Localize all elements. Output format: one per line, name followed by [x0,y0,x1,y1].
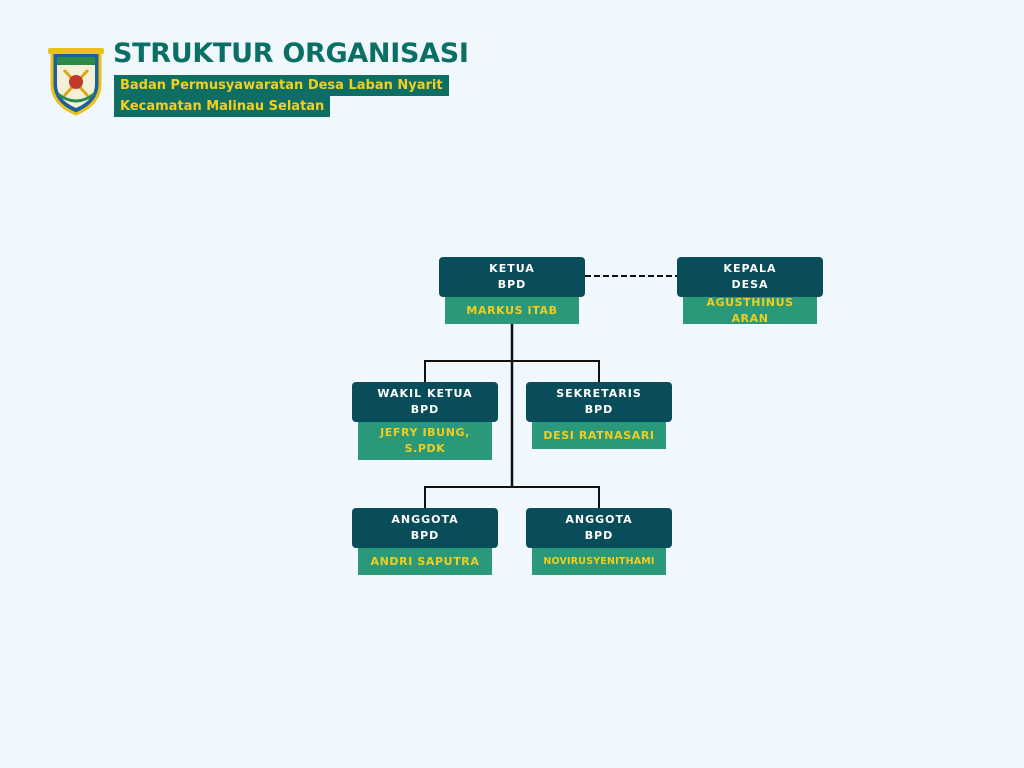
role-box-anggota-1: ANGGOTA BPD [352,508,498,548]
role-box-sekretaris: SEKRETARIS BPD [526,382,672,422]
name-box-anggota-1: ANDRI SAPUTRA [358,548,492,575]
role-box-wakil-ketua: WAKIL KETUA BPD [352,382,498,422]
role-box-anggota-2: ANGGOTA BPD [526,508,672,548]
subtitle-district: Kecamatan Malinau Selatan [114,96,331,117]
name-box-ketua: MARKUS ITAB [445,297,579,324]
name-box-sekretaris: DESI RATNASARI [532,422,666,449]
name-box-wakil-ketua: JEFRY IBUNG, S.PDK [358,422,492,460]
name-box-kepala-desa: AGUSTHINUS ARAN [683,296,817,325]
subtitle-organization: Badan Permusyawaratan Desa Laban Nyarit [114,75,449,96]
role-box-ketua: KETUA BPD [439,257,585,297]
regency-emblem-icon [48,48,104,116]
page-title: STRUKTUR ORGANISASI [113,38,469,69]
branch-line-level-3 [424,486,600,508]
name-box-anggota-2: NOVIRUSYENITHAMI [532,548,666,575]
branch-line-level-2 [424,360,600,382]
role-box-kepala-desa: KEPALA DESA [677,257,823,297]
